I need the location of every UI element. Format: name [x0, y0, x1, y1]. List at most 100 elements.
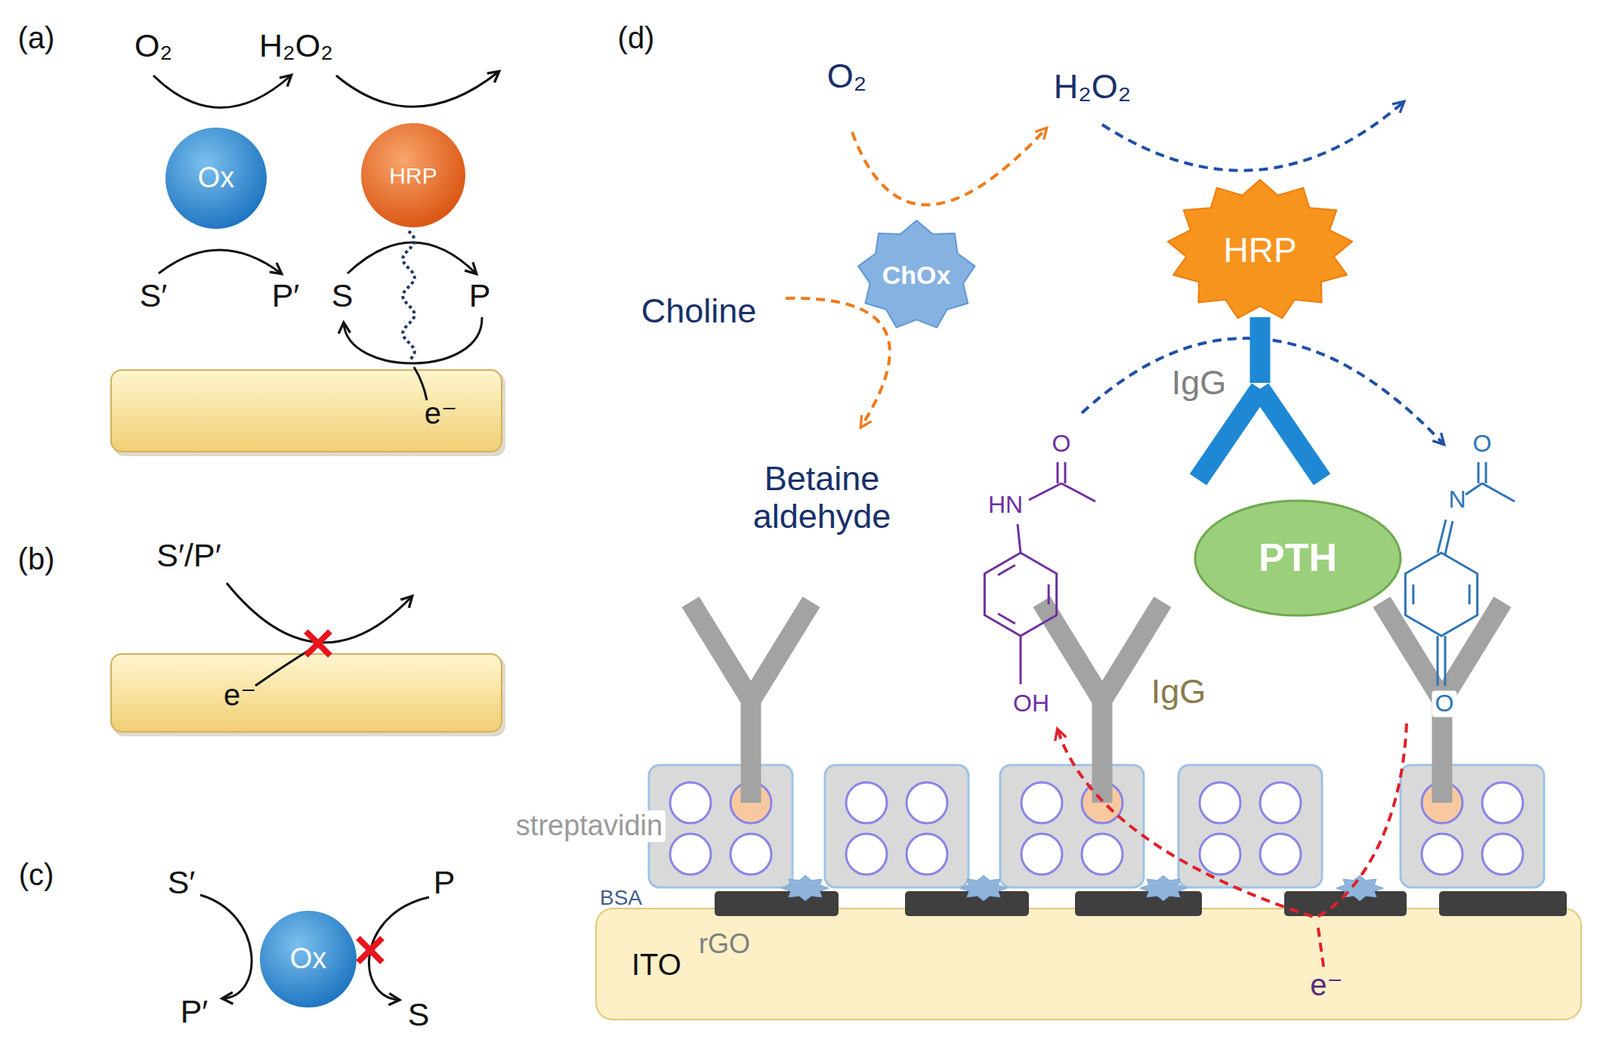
binding-site	[670, 833, 711, 875]
label-text: S	[407, 997, 430, 1033]
binding-site	[1021, 782, 1063, 824]
binding-site	[670, 782, 711, 824]
binding-site	[1482, 833, 1523, 875]
bsa-blob	[781, 875, 829, 902]
benzene-ring	[984, 552, 1057, 637]
antibody	[1442, 602, 1503, 701]
electrode: e⁻	[110, 653, 506, 737]
bsa-blob	[1139, 875, 1187, 902]
enzyme-circle: HRP	[360, 122, 467, 229]
bond-line	[1465, 483, 1483, 495]
binding-site	[1021, 833, 1063, 875]
star-outline	[1167, 179, 1353, 319]
antigen-ellipse: PTH	[1193, 499, 1403, 618]
dashed-arrow	[852, 128, 1047, 205]
streptavidin-box	[1000, 765, 1144, 888]
double-bond	[1411, 584, 1415, 605]
binding-site	[730, 833, 772, 875]
label-text: O₂	[134, 27, 173, 64]
bond-line	[1436, 636, 1440, 686]
binding-site	[1260, 782, 1301, 824]
antibody	[1381, 602, 1443, 701]
antibody	[1041, 602, 1103, 701]
label-text: H₂O₂	[1053, 67, 1131, 106]
antibody	[741, 694, 762, 804]
label-text: Choline	[641, 292, 757, 331]
bond-line	[1019, 636, 1023, 685]
label-text: S′	[139, 277, 168, 314]
streptavidin-box	[824, 765, 969, 888]
label-text: BSA	[599, 886, 643, 911]
label-text: (d)	[617, 21, 655, 55]
streptavidin-box	[648, 765, 793, 888]
electrode-outline	[111, 370, 502, 452]
label-text: P′	[180, 994, 209, 1030]
label-text: O	[1432, 690, 1458, 717]
bond-line	[1017, 524, 1021, 553]
node-text: HRP	[1223, 231, 1297, 270]
label-text: P′	[271, 277, 300, 314]
electron-path	[1317, 923, 1324, 967]
node-text: Ox	[290, 943, 328, 976]
binding-site	[846, 833, 887, 875]
binding-site	[1199, 833, 1241, 875]
curved-arrow	[158, 250, 282, 274]
bsa-blob	[960, 875, 1007, 902]
antibody	[690, 602, 751, 701]
rgo-sheet	[905, 891, 1029, 917]
bond-line	[1482, 483, 1515, 502]
curved-arrow	[153, 75, 291, 109]
electron-transfer-wave	[402, 231, 414, 362]
label-text: S′/P′	[156, 537, 221, 574]
bond-line	[1056, 462, 1060, 484]
curved-arrow	[369, 897, 430, 1001]
label-text: O	[1052, 430, 1072, 458]
double-bond	[997, 614, 1016, 624]
label-text: e⁻	[1309, 968, 1343, 1002]
label-text: Betaine aldehyde	[735, 460, 909, 535]
dashed-arrow	[785, 298, 890, 427]
curved-arrow	[336, 71, 499, 107]
enzyme-circle: Ox	[259, 910, 358, 1009]
circle-outline	[259, 911, 357, 1008]
label-text: IgG	[1151, 673, 1207, 711]
blocked-mark	[305, 631, 331, 656]
rgo-sheet	[1439, 891, 1567, 917]
binding-site	[1260, 833, 1301, 875]
curved-arrow	[343, 317, 482, 364]
binding-site	[1482, 782, 1523, 824]
electron-path	[1057, 723, 1407, 918]
label-text: OH	[1013, 690, 1050, 717]
electrode-outline	[111, 654, 502, 733]
double-bond	[997, 565, 1016, 575]
binding-site	[906, 833, 948, 875]
bond-line	[1485, 462, 1488, 484]
label-text: O₂	[827, 57, 867, 96]
binding-site	[846, 782, 887, 824]
label-text: H₂O₂	[259, 27, 334, 64]
binding-site	[906, 782, 948, 824]
blocked-mark	[305, 631, 331, 656]
bond-line	[1445, 521, 1453, 555]
enzyme-star: ChOx	[855, 219, 978, 333]
streptavidin-box	[1400, 765, 1545, 888]
node-text: HRP	[389, 163, 437, 189]
double-bond	[1468, 584, 1471, 605]
ellipse-outline	[1195, 500, 1401, 616]
blocked-mark	[358, 938, 383, 963]
bond-line	[1437, 519, 1446, 553]
antibody	[1250, 317, 1271, 384]
antibody	[1260, 389, 1323, 480]
electron-arc	[413, 367, 427, 401]
rgo-sheet	[1074, 891, 1202, 917]
circle-outline	[165, 127, 267, 229]
node-text: PTH	[1258, 536, 1338, 580]
node-shape	[110, 653, 506, 737]
star-outline	[858, 220, 975, 328]
double-bond	[1047, 584, 1051, 605]
label-text: S′	[167, 864, 196, 901]
node-text: Ox	[197, 162, 235, 195]
binding-site	[1199, 782, 1241, 824]
enzyme-circle: Ox	[164, 126, 268, 230]
curved-arrow	[200, 895, 252, 999]
